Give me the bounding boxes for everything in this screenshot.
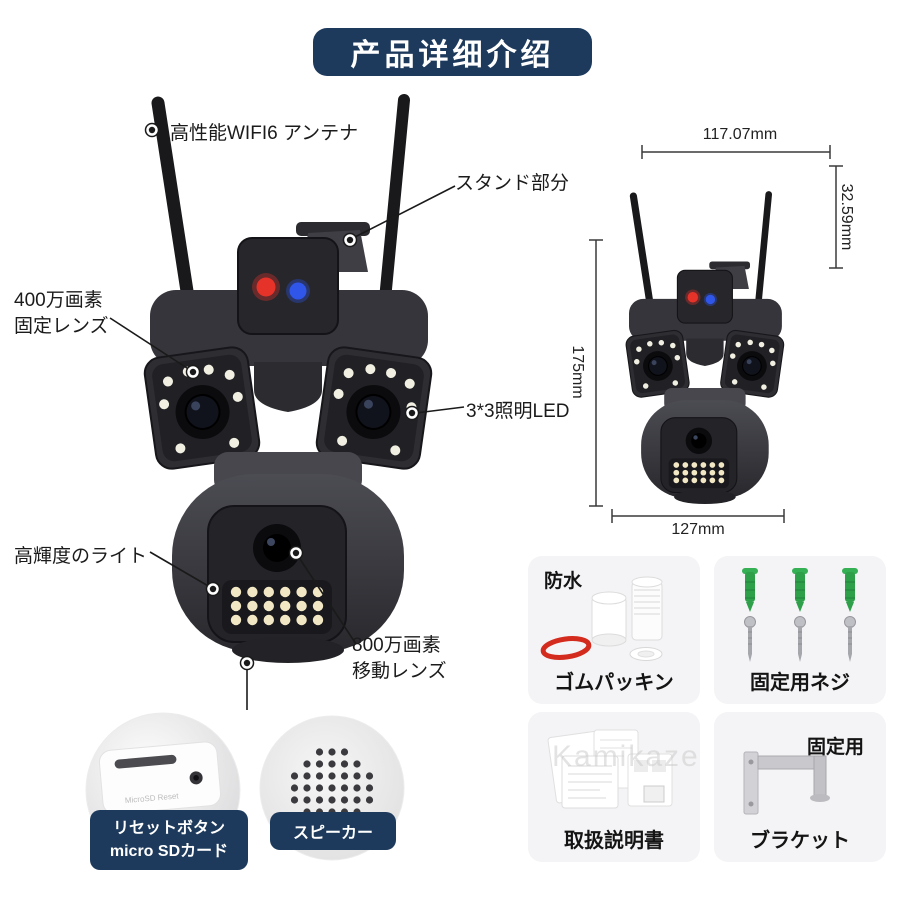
metal-screws <box>744 616 856 662</box>
gasket-label: ゴムパッキン <box>554 672 674 694</box>
manual-image <box>547 729 673 809</box>
screws-image <box>742 568 858 662</box>
manual-label: 取扱説明書 <box>564 830 664 852</box>
leader-lines <box>109 185 465 710</box>
reset-sd-badge: リセットボタン micro SDカード <box>90 810 248 871</box>
dimension-width-top: 117.07mm <box>702 126 778 143</box>
waterproof-tag: 防水 <box>544 571 583 592</box>
dimension-height-right: 32.59mm <box>838 183 855 251</box>
wall-anchors <box>742 568 858 612</box>
red-rubber-ring <box>540 636 592 660</box>
accessory-card-bracket: 固定用 ブラケット <box>714 712 886 862</box>
main-camera-view <box>143 100 434 663</box>
speaker-badge: スピーカー <box>270 812 396 850</box>
page-title: 产品详细介绍 <box>313 28 592 76</box>
dimension-lines <box>589 145 843 523</box>
gasket-image <box>540 576 663 661</box>
bracket-label: ブラケット <box>750 830 850 852</box>
sd-card-slot <box>114 754 177 769</box>
callout-moving-lens-line1: 800万画素 <box>352 635 441 656</box>
callout-fixed-lens-line1: 400万画素 <box>14 290 103 311</box>
accessory-card-gasket: 防水 ゴムパッキン <box>528 556 700 704</box>
reset-label: リセットボタン <box>112 820 225 837</box>
callout-led: 3*3照明LED <box>466 401 570 422</box>
screws-label: 固定用ネジ <box>750 672 850 694</box>
bracket-image <box>743 751 830 815</box>
sd-card-label: micro SDカード <box>109 843 229 861</box>
dimension-height-left: 175mm <box>569 345 586 399</box>
bracket-tag: 固定用 <box>806 737 864 758</box>
dimension-camera-view <box>625 194 785 504</box>
callout-light: 高輝度のライト <box>14 546 148 567</box>
sd-module: MicroSD Reset <box>98 741 222 815</box>
leader-dots <box>144 122 420 671</box>
callout-fixed-lens-line2: 固定レンズ <box>14 316 109 337</box>
callout-moving-lens-line2: 移動レンズ <box>352 661 447 682</box>
callout-antenna: 高性能WIFI6 アンテナ <box>170 123 359 144</box>
dimension-width-bottom: 127mm <box>671 521 725 538</box>
callout-stand: スタンド部分 <box>455 173 570 194</box>
accessory-card-manual: 取扱説明書 <box>528 712 700 862</box>
accessory-card-screws: 固定用ネジ <box>714 556 886 704</box>
